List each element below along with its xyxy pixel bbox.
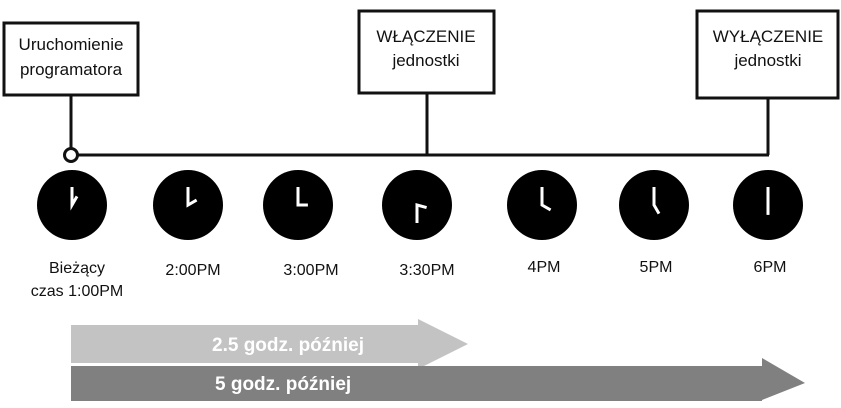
clock-4: 3:30PM xyxy=(382,170,455,279)
off-box-line-1: WYŁĄCZENIE xyxy=(713,27,824,46)
clock-hands xyxy=(296,187,308,207)
arrow-5-hours-shape xyxy=(71,358,805,401)
clock-2: 2:00PM xyxy=(153,170,223,279)
clock-label-line-1: 6PM xyxy=(754,259,787,276)
start-programmer-box: Uruchomienie programatora xyxy=(2,21,140,97)
unit-on-box: WŁĄCZENIE jednostki xyxy=(357,9,496,95)
arrow-2-5-hours-label: 2.5 godz. później xyxy=(212,335,364,356)
clock-hands xyxy=(415,203,427,223)
clock-label-line-1: 3:00PM xyxy=(283,262,338,279)
clock-6: 5PM xyxy=(619,170,689,276)
on-box-line-2: jednostki xyxy=(391,51,459,70)
timeline-start-marker xyxy=(63,147,79,163)
clock-label-line-1: 4PM xyxy=(528,259,561,276)
clock-5: 4PM xyxy=(507,170,577,276)
clock-hands xyxy=(652,187,661,215)
clock-hands xyxy=(70,187,79,211)
off-box-line-2: jednostki xyxy=(733,51,801,70)
arrow-2-5-hours-shape xyxy=(71,319,468,369)
on-box-line-1: WŁĄCZENIE xyxy=(376,27,475,46)
clock-hands xyxy=(540,187,552,212)
clock-7: 6PM xyxy=(733,170,803,276)
clock-3: 3:00PM xyxy=(263,170,339,279)
clock-label-line-1: 2:00PM xyxy=(165,262,220,279)
arrow-5-hours-label: 5 godz. później xyxy=(215,374,351,395)
clock-label-line-1: Bieżący xyxy=(49,260,105,277)
start-box-line-1: Uruchomienie xyxy=(19,35,124,54)
arrow-5-hours: 5 godz. później xyxy=(71,358,805,401)
clock-row: Bieżący czas 1:00PM 2:00PM 3:00PM 3:30PM 4PM 5… xyxy=(31,170,803,300)
unit-off-box: WYŁĄCZENIE jednostki xyxy=(695,9,840,100)
clock-label-line-1: 3:30PM xyxy=(399,262,454,279)
arrow-2-5-hours: 2.5 godz. później xyxy=(71,319,468,369)
start-box-line-2: programatora xyxy=(20,60,123,79)
clock-hands xyxy=(186,187,198,208)
clock-label-line-1: 5PM xyxy=(640,259,673,276)
clock-1: Bieżący czas 1:00PM xyxy=(31,170,123,300)
clock-label-line-2: czas 1:00PM xyxy=(31,283,123,300)
